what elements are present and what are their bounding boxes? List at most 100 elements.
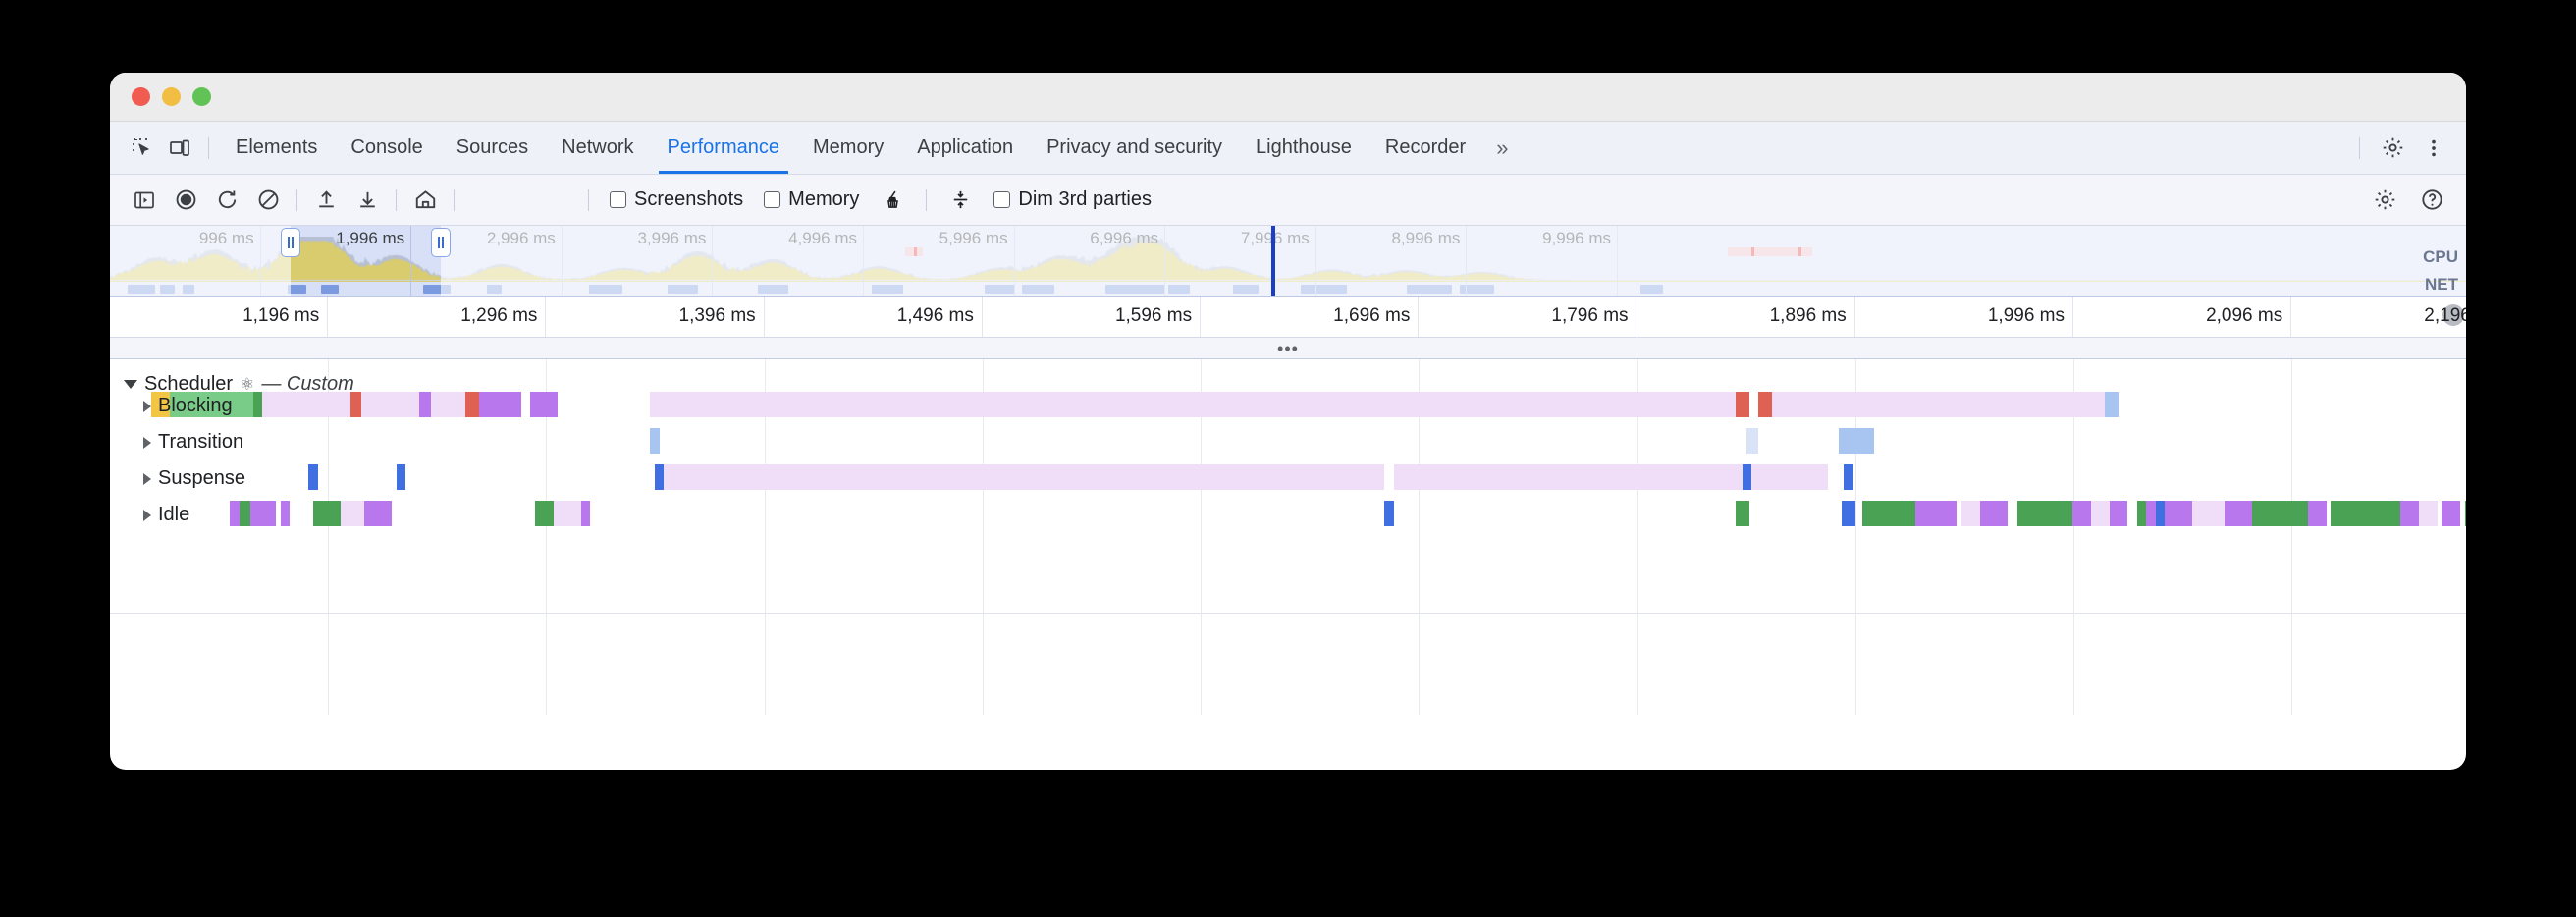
flame-entry[interactable]	[2155, 501, 2166, 526]
flame-entry[interactable]	[1393, 464, 1828, 490]
download-profile-icon[interactable]	[347, 184, 388, 217]
flame-entry[interactable]	[396, 464, 406, 490]
flame-entry[interactable]	[2252, 501, 2308, 526]
screenshots-checkbox-box[interactable]	[610, 191, 626, 208]
home-icon[interactable]	[404, 184, 446, 217]
screenshots-checkbox[interactable]: Screenshots	[602, 189, 751, 211]
flame-entry[interactable]	[281, 501, 291, 526]
flame-entry[interactable]	[2418, 501, 2438, 526]
flame-entry[interactable]	[2464, 501, 2466, 526]
tab-elements[interactable]: Elements	[236, 136, 318, 158]
broom-icon[interactable]	[872, 184, 913, 217]
flame-entry[interactable]	[2165, 501, 2193, 526]
flame-entry[interactable]	[580, 501, 591, 526]
tab-network[interactable]: Network	[562, 136, 634, 158]
flame-entry[interactable]	[2331, 501, 2340, 526]
track-suspense[interactable]: Suspense	[143, 467, 245, 490]
flame-entry[interactable]	[2072, 501, 2091, 526]
flame-entry[interactable]	[1979, 501, 2009, 526]
flame-entry[interactable]	[312, 501, 342, 526]
flame-entry[interactable]	[230, 501, 240, 526]
panel-resizer[interactable]: •••	[110, 338, 2466, 359]
flame-entry[interactable]	[2136, 501, 2147, 526]
flame-entry[interactable]	[553, 501, 581, 526]
minimize-window-button[interactable]	[162, 87, 181, 106]
more-tabs-icon[interactable]: »	[1496, 135, 1508, 160]
flame-entry[interactable]	[239, 501, 251, 526]
flame-entry[interactable]	[419, 392, 431, 417]
flame-entry[interactable]	[170, 392, 253, 417]
dim-3rd-parties-checkbox-box[interactable]	[993, 191, 1011, 208]
toggle-sidebar-icon[interactable]	[124, 184, 165, 217]
flame-entry[interactable]	[341, 501, 364, 526]
flame-entry[interactable]	[530, 392, 559, 417]
flame-entry[interactable]	[1844, 464, 1853, 490]
chevron-right-icon[interactable]	[143, 472, 151, 485]
flame-entry[interactable]	[430, 392, 466, 417]
flame-entry[interactable]	[252, 392, 263, 417]
inspect-element-icon[interactable]	[124, 132, 161, 165]
flame-entry[interactable]	[650, 428, 660, 454]
tab-console[interactable]: Console	[350, 136, 423, 158]
flame-entry[interactable]	[1735, 392, 1749, 417]
tab-privacy-and-security[interactable]: Privacy and security	[1046, 136, 1223, 158]
flame-entry[interactable]	[2442, 501, 2461, 526]
chevron-down-icon[interactable]	[124, 380, 137, 389]
track-group-scheduler[interactable]: Scheduler ⚛ — Custom	[124, 373, 354, 396]
flame-entry[interactable]	[1839, 428, 1874, 454]
track-blocking[interactable]: Blocking	[143, 395, 233, 417]
zoom-window-button[interactable]	[192, 87, 211, 106]
flame-chart[interactable]: Scheduler ⚛ — Custom Blocking Transition…	[110, 359, 2466, 715]
flame-entry[interactable]	[2016, 501, 2072, 526]
clear-icon[interactable]	[247, 184, 289, 217]
flame-entry[interactable]	[2109, 501, 2128, 526]
settings-gear-icon[interactable]	[2374, 132, 2411, 165]
flame-entry[interactable]	[2104, 392, 2120, 417]
flame-entry[interactable]	[2225, 501, 2253, 526]
flame-entry[interactable]	[1915, 501, 1958, 526]
settings-gear-icon[interactable]	[2364, 184, 2405, 217]
flame-entry[interactable]	[2146, 501, 2156, 526]
flame-entry[interactable]	[1862, 501, 1916, 526]
chevron-right-icon[interactable]	[143, 509, 151, 521]
reload-and-record-icon[interactable]	[206, 184, 247, 217]
more-options-icon[interactable]	[2415, 132, 2452, 165]
flame-entry[interactable]	[534, 501, 554, 526]
collapse-vertical-icon[interactable]	[939, 184, 981, 217]
tab-lighthouse[interactable]: Lighthouse	[1256, 136, 1352, 158]
flame-entry[interactable]	[1742, 464, 1752, 490]
flame-entry[interactable]	[2399, 501, 2419, 526]
flame-entry[interactable]	[1772, 392, 2105, 417]
flame-entry[interactable]	[2339, 501, 2400, 526]
overview-window-handle-left[interactable]	[280, 228, 300, 257]
flame-entry[interactable]	[151, 392, 171, 417]
flame-entry[interactable]	[2090, 501, 2110, 526]
flame-entry[interactable]	[1735, 501, 1749, 526]
flame-entry[interactable]	[361, 392, 420, 417]
flame-entry[interactable]	[250, 501, 277, 526]
horizontal-scrollbar-thumb[interactable]	[2442, 304, 2464, 326]
flame-entry[interactable]	[2307, 501, 2327, 526]
tab-recorder[interactable]: Recorder	[1384, 136, 1467, 158]
memory-checkbox[interactable]: Memory	[756, 189, 867, 211]
flame-entry[interactable]	[1841, 501, 1855, 526]
flame-entry[interactable]	[308, 464, 318, 490]
flame-entry[interactable]	[1384, 501, 1394, 526]
tab-memory[interactable]: Memory	[813, 136, 885, 158]
device-toolbar-icon[interactable]	[161, 132, 198, 165]
flame-entry[interactable]	[1961, 501, 1980, 526]
chevron-right-icon[interactable]	[143, 400, 151, 412]
upload-profile-icon[interactable]	[305, 184, 347, 217]
record-icon[interactable]	[165, 184, 206, 217]
flame-entry[interactable]	[349, 392, 362, 417]
flame-entry[interactable]	[262, 392, 350, 417]
flame-entry[interactable]	[650, 392, 1736, 417]
flame-entry[interactable]	[479, 392, 521, 417]
tab-application[interactable]: Application	[917, 136, 1014, 158]
flame-entry[interactable]	[655, 464, 665, 490]
flame-entry[interactable]	[465, 392, 480, 417]
flame-entry[interactable]	[1746, 428, 1759, 454]
dim-3rd-parties-checkbox[interactable]: Dim 3rd parties	[986, 189, 1159, 211]
timeline-overview[interactable]: 996 ms1,996 ms2,996 ms3,996 ms4,996 ms5,…	[110, 226, 2466, 297]
